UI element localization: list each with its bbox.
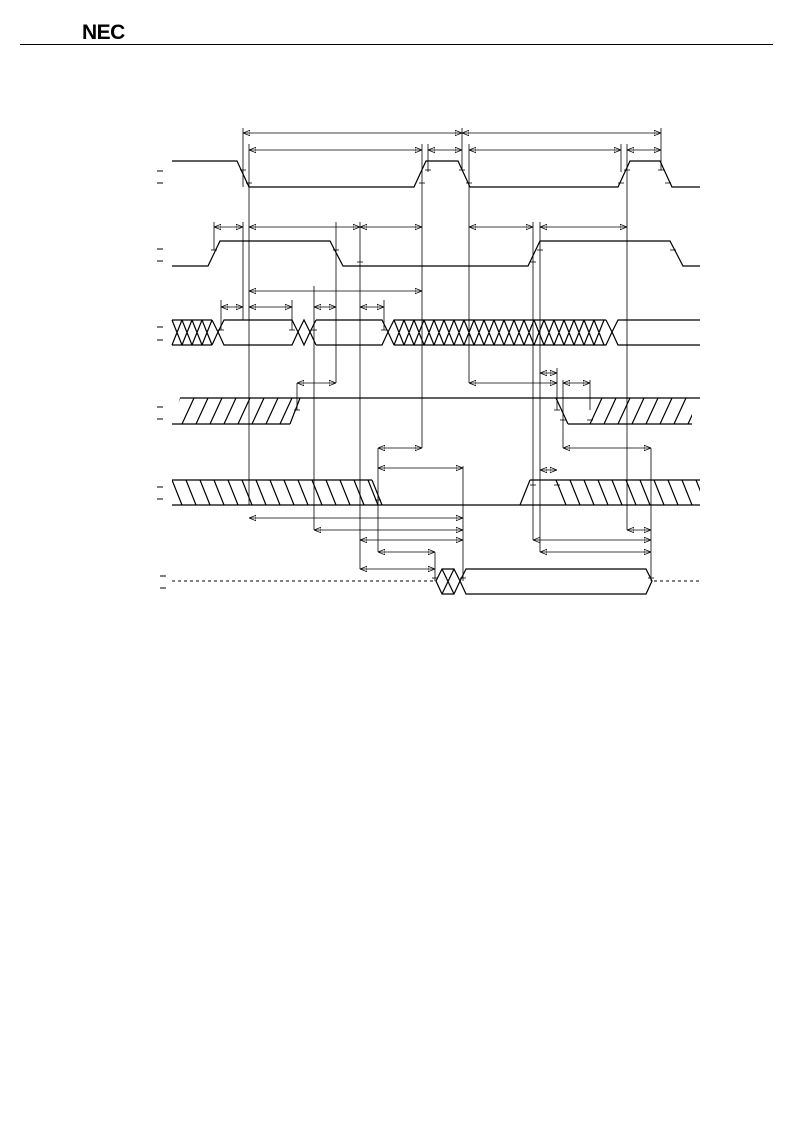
timing-arrows bbox=[214, 133, 661, 569]
header-rule bbox=[20, 44, 773, 45]
threshold-ticks bbox=[211, 169, 676, 579]
signal-label-ticks bbox=[157, 170, 166, 589]
nec-logo: NEC bbox=[82, 21, 125, 44]
reference-lines bbox=[213, 128, 662, 581]
signal-3-waveform bbox=[171, 318, 700, 347]
signal-6-waveform bbox=[172, 568, 700, 595]
signal-5-waveform bbox=[172, 479, 700, 506]
signal-2-waveform bbox=[172, 240, 700, 267]
signal-4-waveform bbox=[172, 397, 700, 425]
